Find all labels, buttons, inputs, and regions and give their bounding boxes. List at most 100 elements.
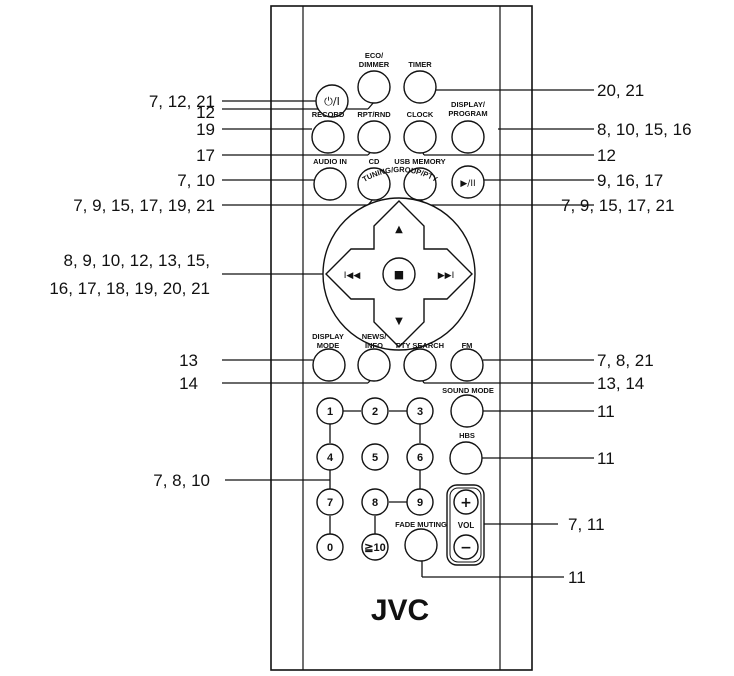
fade-muting-label: FADE MUTING [395, 520, 447, 529]
audio-in-button[interactable]: AUDIO IN [313, 157, 347, 201]
display-program-label: DISPLAY/ [451, 100, 486, 109]
callout-rpt: 17 [196, 146, 215, 165]
up-button[interactable]: ▲ [395, 224, 403, 235]
fm-label: FM [462, 341, 473, 350]
display-mode-label: DISPLAY [312, 332, 344, 341]
display-mode-button[interactable]: DISPLAY MODE [312, 332, 346, 382]
volume-rocker: + VOL − [446, 484, 485, 566]
down-arrow-icon: ▼ [395, 316, 403, 327]
num-button-4[interactable]: 4 [316, 443, 344, 471]
news-info-label: NEWS/ [362, 332, 388, 341]
num-label: 9 [417, 497, 423, 509]
num-label: 0 [327, 542, 333, 554]
callout-numbers: 7, 8, 10 [153, 471, 210, 490]
next-button[interactable]: ▶▶I [438, 271, 455, 281]
callout-display-program: 8, 10, 15, 16 [597, 120, 692, 139]
standby-icon: ⏻/I [324, 95, 340, 108]
num-button-1[interactable]: 1 [316, 397, 344, 425]
tuning-cross: TUNING/GROUP/PTY ▲ ▼ I◀◀ ▶▶I ■ [322, 165, 476, 351]
num-label: 4 [327, 452, 334, 464]
eco-dimmer-button[interactable]: ECO/ DIMMER [357, 51, 391, 104]
callout-sound-mode: 11 [597, 402, 615, 421]
vol-label: VOL [458, 521, 475, 530]
pty-search-button[interactable]: PTY SEARCH [396, 341, 444, 382]
num-button-7[interactable]: 7 [316, 488, 344, 516]
callout-cross-line-1: 8, 9, 10, 12, 13, 15, [63, 251, 210, 270]
callout-record: 19 [196, 120, 215, 139]
usb-memory-label: USB MEMORY [394, 157, 445, 166]
num-button-2[interactable]: 2 [361, 397, 389, 425]
num-label: ≧10 [364, 542, 385, 554]
num-button-10-plus[interactable]: ≧10 [361, 533, 389, 561]
down-button[interactable]: ▼ [395, 316, 403, 327]
callout-play-pause: 9, 16, 17 [597, 171, 663, 190]
leader-lines-right [419, 89, 594, 578]
callout-pty-search: 13, 14 [597, 374, 644, 393]
fade-muting-button[interactable]: FADE MUTING [395, 520, 447, 562]
num-button-5[interactable]: 5 [361, 443, 389, 471]
previous-icon: I◀◀ [344, 271, 361, 281]
callouts-right: 20, 21 8, 10, 15, 16 12 9, 16, 17 7, 9, … [561, 81, 692, 587]
num-label: 6 [417, 452, 423, 464]
callout-news: 14 [179, 374, 198, 393]
callout-usb: 7, 9, 15, 17, 21 [561, 196, 674, 215]
callout-cd: 7, 9, 15, 17, 19, 21 [73, 196, 215, 215]
jvc-logo: JVC [371, 594, 429, 627]
callout-fade-muting: 11 [568, 568, 586, 587]
sound-mode-label: SOUND MODE [442, 386, 494, 395]
fm-button[interactable]: FM [450, 341, 484, 382]
clock-label: CLOCK [407, 110, 434, 119]
callout-eco: 12 [196, 103, 215, 122]
cd-label: CD [369, 157, 380, 166]
eco-dimmer-label: ECO/ [365, 51, 384, 60]
rpt-rnd-button[interactable]: RPT/RND [357, 110, 391, 154]
play-pause-icon: ▶/II [460, 179, 475, 189]
num-button-8[interactable]: 8 [361, 488, 389, 516]
usb-memory-button[interactable]: USB MEMORY [394, 157, 446, 201]
num-button-6[interactable]: 6 [406, 443, 434, 471]
callout-hbs: 11 [597, 449, 615, 468]
keypad-connectors [329, 410, 421, 534]
num-button-3[interactable]: 3 [406, 397, 434, 425]
news-info-button[interactable]: NEWS/ INFO [357, 332, 391, 382]
eco-dimmer-label-2: DIMMER [359, 60, 390, 69]
clock-button[interactable]: CLOCK [403, 110, 437, 154]
callout-vol: 7, 11 [568, 515, 605, 534]
num-label: 8 [372, 497, 378, 509]
standby-button[interactable]: ⏻/I [315, 84, 349, 118]
callout-audio-in: 7, 10 [177, 171, 215, 190]
volume-up-button[interactable]: + [453, 489, 479, 515]
hbs-label: HBS [459, 431, 475, 440]
plus-icon: + [460, 495, 472, 511]
display-mode-label-2: MODE [317, 341, 340, 350]
hbs-button[interactable]: HBS [449, 431, 483, 475]
callout-clock: 12 [597, 146, 616, 165]
record-button[interactable]: RECORD [311, 110, 345, 154]
num-label: 2 [372, 406, 378, 418]
timer-label: TIMER [408, 60, 432, 69]
callout-timer: 20, 21 [597, 81, 644, 100]
stop-button[interactable]: ■ [382, 257, 416, 291]
callouts-left: 7, 12, 21 12 19 17 7, 10 7, 9, 15, 17, 1… [49, 92, 215, 490]
callout-display-mode: 13 [179, 351, 198, 370]
display-program-button[interactable]: DISPLAY/ PROGRAM [448, 100, 488, 154]
num-label: 3 [417, 406, 423, 418]
audio-in-label: AUDIO IN [313, 157, 347, 166]
callout-cross-line-2: 16, 17, 18, 19, 20, 21 [49, 279, 210, 298]
num-label: 5 [372, 452, 378, 464]
cd-button[interactable]: CD [357, 157, 391, 201]
stop-icon: ■ [394, 268, 404, 281]
rpt-rnd-label: RPT/RND [357, 110, 391, 119]
leader-lines-left [222, 100, 375, 481]
play-pause-button[interactable]: ▶/II [451, 165, 485, 199]
num-button-0[interactable]: 0 [316, 533, 344, 561]
up-arrow-icon: ▲ [395, 224, 403, 235]
timer-button[interactable]: TIMER [403, 60, 437, 104]
previous-button[interactable]: I◀◀ [344, 271, 361, 281]
volume-down-button[interactable]: − [453, 534, 479, 560]
sound-mode-button[interactable]: SOUND MODE [442, 386, 494, 428]
num-button-9[interactable]: 9 [406, 488, 434, 516]
display-program-label-2: PROGRAM [448, 109, 487, 118]
minus-icon: − [460, 540, 472, 556]
